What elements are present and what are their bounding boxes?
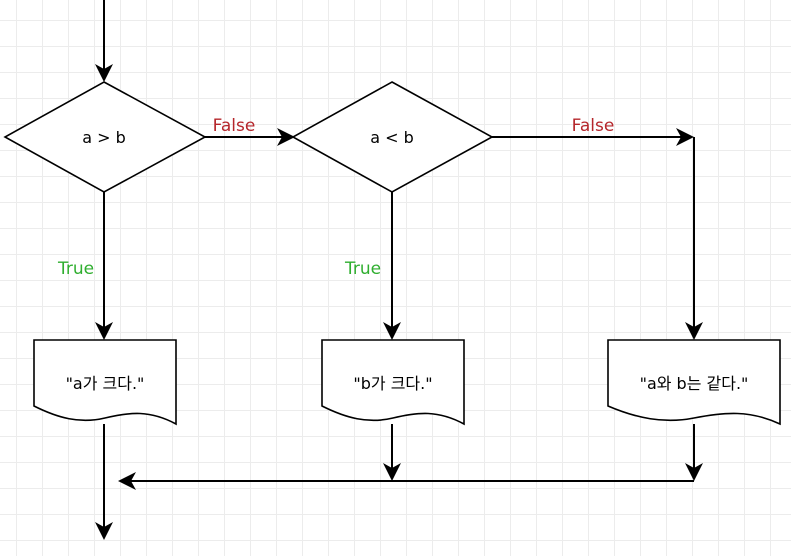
edge-entry xyxy=(95,0,113,82)
decision-cond1: a > b xyxy=(3,81,207,193)
edge-label-true-1: True xyxy=(57,259,94,279)
edge-out3-merge xyxy=(685,424,703,481)
edge-exit xyxy=(95,424,113,540)
edge-merge-line xyxy=(118,472,694,490)
edge-label-false-1: False xyxy=(213,116,256,136)
edge-cond2-true xyxy=(383,192,401,340)
edge-label-true-2: True xyxy=(344,259,381,279)
edge-cond1-true xyxy=(95,192,113,340)
output-b-greater: "b가 크다." xyxy=(321,339,465,426)
decision-cond2-text: a < b xyxy=(370,128,414,147)
output-a-greater-text: "a가 크다." xyxy=(66,374,145,393)
output-equal-text: "a와 b는 같다." xyxy=(640,374,749,393)
output-equal: "a와 b는 같다." xyxy=(607,339,781,426)
output-a-greater: "a가 크다." xyxy=(33,339,177,426)
edge-cond1-false xyxy=(205,128,295,146)
decision-cond1-text: a > b xyxy=(82,128,126,147)
edge-out2-merge xyxy=(383,424,401,481)
output-b-greater-text: "b가 크다." xyxy=(353,374,432,393)
decision-cond2: a < b xyxy=(291,81,494,193)
edge-label-false-2: False xyxy=(572,116,615,136)
edge-cond2-false xyxy=(492,128,703,340)
